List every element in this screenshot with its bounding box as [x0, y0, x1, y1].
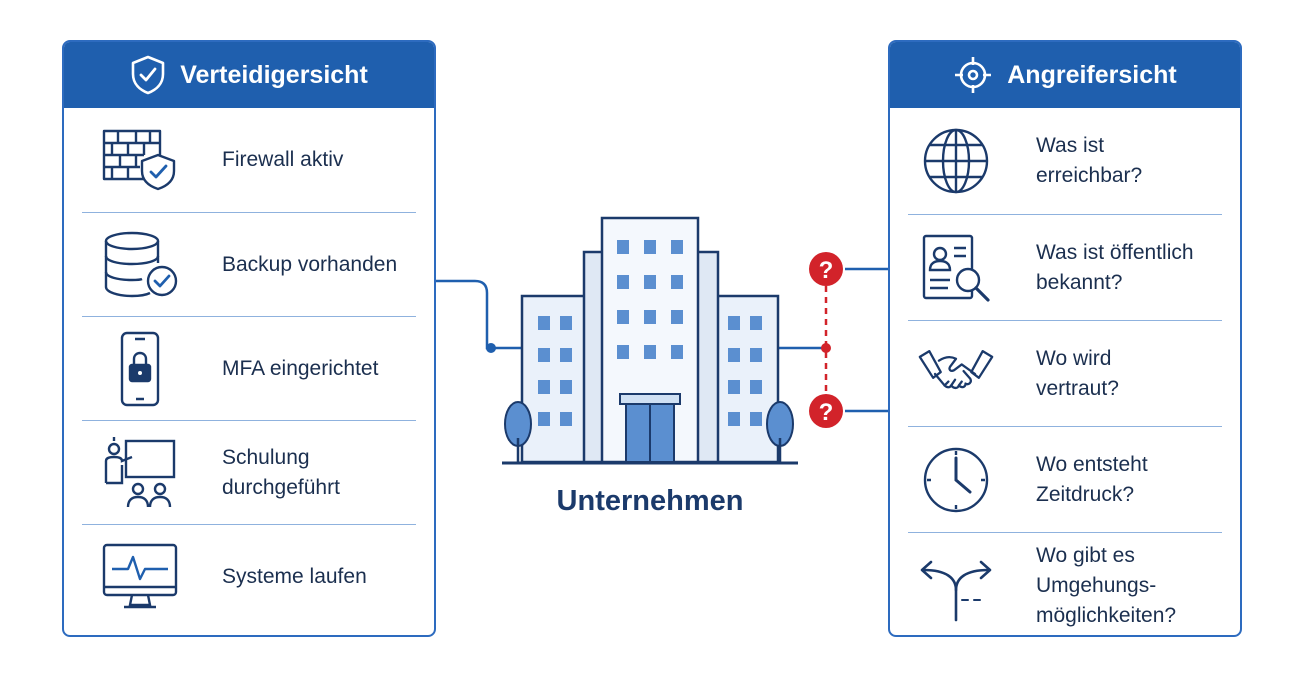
building-window — [617, 240, 629, 254]
crosshair-icon — [955, 57, 992, 93]
building-window — [538, 412, 550, 426]
office-building-icon — [502, 216, 798, 465]
attacker-item-pressure: Wo entsteht Zeitdruck? — [908, 426, 1222, 532]
handshake-icon — [916, 342, 996, 406]
building-window — [644, 345, 656, 359]
building-window — [728, 316, 740, 330]
svg-text:?: ? — [819, 399, 834, 426]
defender-item-label: Firewall aktiv — [222, 148, 344, 171]
company-label: Unternehmen — [556, 485, 744, 517]
building-window — [617, 275, 629, 289]
building-window — [671, 240, 683, 254]
building-window — [750, 316, 762, 330]
building-window — [538, 316, 550, 330]
profile-search-icon — [916, 230, 996, 306]
building-window — [671, 345, 683, 359]
defender-item-label: MFA eingerichtet — [222, 356, 379, 380]
attacker-item-reachable: Was ist erreichbar? — [908, 108, 1222, 214]
building-window — [538, 380, 550, 394]
training-presentation-icon — [94, 435, 186, 511]
building-window — [560, 316, 572, 330]
building-window — [617, 310, 629, 324]
red-junction-dot — [821, 343, 831, 353]
defender-panel: Verteidigersicht Firewall aktiv — [62, 40, 436, 637]
defender-item-training: Schulung durchgeführt — [82, 420, 416, 524]
defender-header: Verteidigersicht — [64, 42, 434, 108]
building-window — [560, 412, 572, 426]
building-window — [644, 275, 656, 289]
phone-lock-icon — [94, 329, 186, 409]
building-window — [560, 380, 572, 394]
building-window — [728, 380, 740, 394]
defender-connector-dot — [486, 343, 496, 353]
globe-icon — [916, 125, 996, 197]
attacker-item-public: Was ist öffentlich bekannt? — [908, 214, 1222, 320]
building-window — [644, 240, 656, 254]
defender-item-label: Systeme laufen — [222, 564, 367, 588]
attacker-item-trust: Wo wird vertraut? — [908, 320, 1222, 426]
defender-item-firewall: Firewall aktiv — [82, 108, 416, 212]
clock-icon — [916, 444, 996, 516]
building-window — [750, 380, 762, 394]
attacker-header: Angreifersicht — [890, 42, 1240, 108]
building-window — [644, 310, 656, 324]
question-marker-lower: ? — [809, 394, 843, 428]
attacker-item-label: Was ist öffentlich bekannt? — [1036, 240, 1194, 294]
building-window — [671, 275, 683, 289]
firewall-shield-icon — [94, 125, 186, 195]
building-window — [728, 348, 740, 362]
attacker-panel: Angreifersicht Was ist erreichbar? — [888, 40, 1242, 637]
database-check-icon — [94, 229, 186, 301]
building-window — [617, 345, 629, 359]
defender-item-mfa: MFA eingerichtet — [82, 316, 416, 420]
defender-item-backup: Backup vorhanden — [82, 212, 416, 316]
building-window — [750, 412, 762, 426]
building-window — [538, 348, 550, 362]
defender-title: Verteidigersicht — [180, 60, 368, 89]
building-window — [671, 310, 683, 324]
attacker-item-bypass: Wo gibt es Umgehungs- möglichkeiten? — [908, 532, 1222, 635]
defender-item-label: Backup vorhanden — [222, 252, 398, 276]
building-window — [750, 348, 762, 362]
attacker-item-label: Wo gibt es Umgehungs- möglichkeiten? — [1036, 543, 1177, 627]
attacker-item-label: Wo entsteht Zeitdruck? — [1036, 452, 1148, 506]
svg-text:?: ? — [819, 257, 834, 284]
defender-item-systems: Systeme laufen — [82, 524, 416, 628]
attacker-title: Angreifersicht — [1007, 60, 1177, 89]
attacker-item-label: Wo wird vertraut? — [1036, 346, 1119, 400]
defender-connector-line — [436, 279, 524, 350]
shield-check-icon — [131, 55, 165, 95]
building-window — [560, 348, 572, 362]
split-arrow-icon — [916, 550, 996, 622]
monitor-heartbeat-icon — [94, 541, 186, 613]
defender-item-label: Schulung durchgeführt — [222, 445, 340, 499]
building-window — [728, 412, 740, 426]
attacker-item-label: Was ist erreichbar? — [1036, 134, 1143, 187]
question-marker-upper: ? — [809, 252, 843, 286]
